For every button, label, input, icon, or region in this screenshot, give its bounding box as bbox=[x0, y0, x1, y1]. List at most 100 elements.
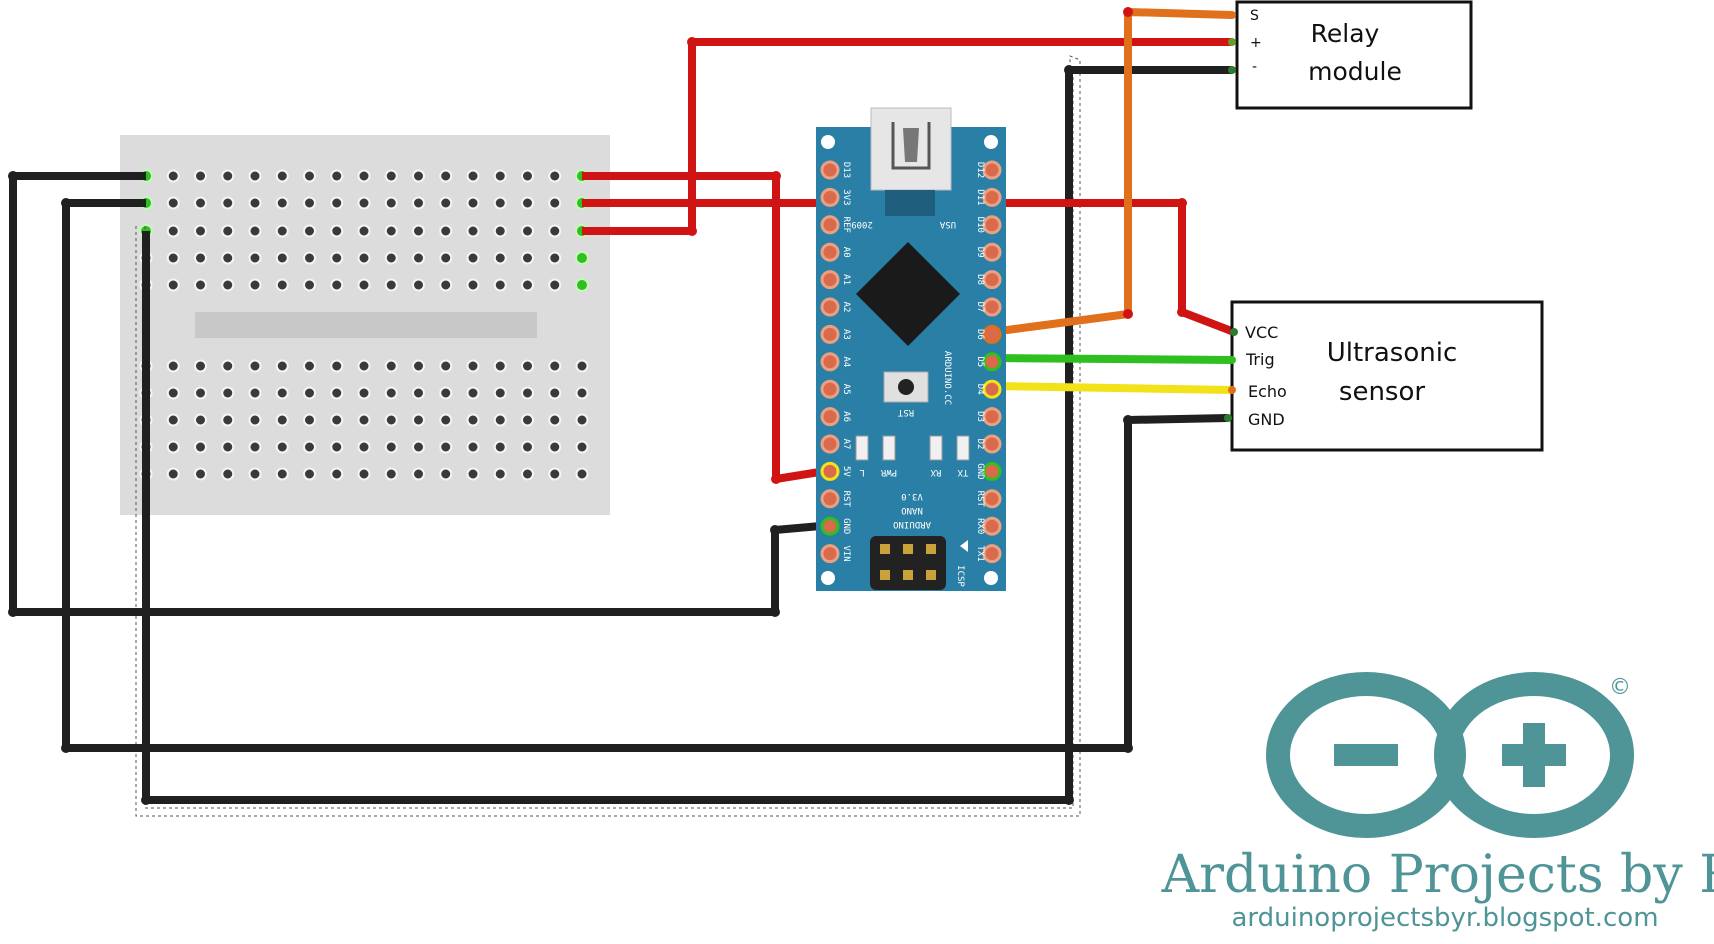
breadboard-hole bbox=[521, 251, 534, 265]
breadboard-hole bbox=[275, 467, 289, 481]
breadboard-hole bbox=[357, 278, 371, 292]
breadboard-hole bbox=[166, 386, 180, 400]
nano-pin-label: D9 bbox=[975, 247, 985, 258]
status-led bbox=[855, 435, 869, 461]
breadboard-hole bbox=[330, 224, 344, 238]
breadboard-hole bbox=[493, 467, 507, 481]
echo-wire bbox=[991, 382, 1233, 394]
nano-pin bbox=[982, 242, 1002, 262]
vcc-wire-breadboard-to-relay bbox=[582, 38, 1232, 235]
breadboard-hole bbox=[248, 386, 262, 400]
breadboard-hole bbox=[412, 251, 425, 265]
breadboard-hole bbox=[439, 224, 453, 238]
breadboard-hole bbox=[303, 196, 316, 210]
nano-pin bbox=[820, 187, 840, 207]
breadboard-hole bbox=[575, 251, 589, 265]
nano-pin bbox=[982, 379, 1002, 399]
sensor-pin-gnd: GND bbox=[1248, 410, 1285, 429]
breadboard-hole bbox=[275, 440, 289, 454]
breadboard-hole bbox=[221, 278, 235, 292]
wire-bend-point bbox=[61, 198, 71, 208]
breadboard-hole bbox=[548, 196, 562, 210]
nano-pin bbox=[820, 352, 840, 372]
nano-label-usa: USA bbox=[939, 219, 956, 229]
relay-title-line2: module bbox=[1308, 57, 1402, 86]
breadboard-hole bbox=[493, 196, 507, 210]
breadboard-hole bbox=[466, 251, 480, 265]
breadboard-hole bbox=[548, 251, 562, 265]
nano-pin bbox=[982, 516, 1002, 536]
nano-pin bbox=[820, 379, 840, 399]
breadboard-hole bbox=[194, 251, 207, 265]
breadboard-hole bbox=[384, 224, 398, 238]
relay-pin-plus: + bbox=[1250, 35, 1262, 51]
nano-pin-label: A6 bbox=[841, 411, 851, 422]
arduino-logo: © Arduino Projects by R arduinoprojectsb… bbox=[1161, 672, 1714, 933]
nano-pin bbox=[982, 297, 1002, 317]
breadboard-hole bbox=[194, 413, 207, 427]
breadboard-hole bbox=[194, 386, 207, 400]
nano-pin bbox=[820, 324, 840, 344]
breadboard-hole bbox=[439, 467, 453, 481]
nano-pin bbox=[982, 544, 1002, 564]
relay-title-line1: Relay bbox=[1311, 19, 1380, 48]
breadboard-hole bbox=[521, 224, 534, 238]
breadboard-hole bbox=[194, 169, 207, 183]
breadboard-hole bbox=[548, 440, 562, 454]
nano-pin bbox=[982, 324, 1002, 344]
breadboard-hole bbox=[166, 196, 180, 210]
breadboard-hole bbox=[275, 196, 289, 210]
nano-pin bbox=[982, 407, 1002, 427]
breadboard-hole bbox=[493, 169, 507, 183]
breadboard-hole bbox=[357, 251, 371, 265]
led-label: PWR bbox=[880, 467, 897, 477]
breadboard-hole bbox=[221, 359, 235, 373]
breadboard-hole bbox=[248, 169, 262, 183]
breadboard-hole bbox=[412, 413, 425, 427]
wire-endpoints bbox=[8, 7, 1238, 805]
breadboard-hole bbox=[194, 196, 207, 210]
nano-pin-label: VIN bbox=[841, 545, 851, 561]
breadboard-hole bbox=[466, 278, 480, 292]
connector-pin bbox=[1224, 414, 1232, 422]
breadboard-hole bbox=[275, 169, 289, 183]
breadboard-hole bbox=[575, 413, 589, 427]
breadboard-hole bbox=[384, 467, 398, 481]
breadboard-hole bbox=[439, 278, 453, 292]
nano-pin-label: D5 bbox=[975, 356, 985, 367]
breadboard-hole bbox=[166, 413, 180, 427]
sensor-pin-trig: Trig bbox=[1245, 350, 1275, 369]
breadboard-hole bbox=[357, 386, 371, 400]
nano-pin bbox=[820, 489, 840, 509]
connector-pin bbox=[1228, 38, 1236, 46]
nano-pin-label: A2 bbox=[841, 302, 851, 313]
breadboard-hole bbox=[412, 359, 425, 373]
breadboard-hole bbox=[275, 359, 289, 373]
breadboard-hole bbox=[221, 413, 235, 427]
nano-pin bbox=[820, 270, 840, 290]
breadboard-hole bbox=[493, 251, 507, 265]
breadboard-hole bbox=[412, 224, 425, 238]
breadboard-hole bbox=[412, 440, 425, 454]
breadboard-hole bbox=[384, 386, 398, 400]
breadboard-hole bbox=[275, 386, 289, 400]
wire-bend-point bbox=[771, 474, 781, 484]
nano-pin bbox=[982, 270, 1002, 290]
nano-pin bbox=[820, 297, 840, 317]
nano-pin bbox=[982, 160, 1002, 180]
breadboard-hole bbox=[384, 196, 398, 210]
breadboard-hole bbox=[221, 169, 235, 183]
breadboard-hole bbox=[275, 251, 289, 265]
breadboard-hole bbox=[357, 467, 371, 481]
wire-bend-point bbox=[771, 171, 781, 181]
wire-bend-point bbox=[1123, 7, 1133, 17]
nano-pin-label: D10 bbox=[975, 217, 985, 233]
breadboard-hole bbox=[548, 467, 562, 481]
minus-icon bbox=[1334, 744, 1398, 766]
connector-pin bbox=[1228, 66, 1236, 74]
wire-bend-point bbox=[1123, 415, 1133, 425]
breadboard-hole bbox=[248, 251, 262, 265]
nano-pin-label: RST bbox=[975, 491, 985, 508]
